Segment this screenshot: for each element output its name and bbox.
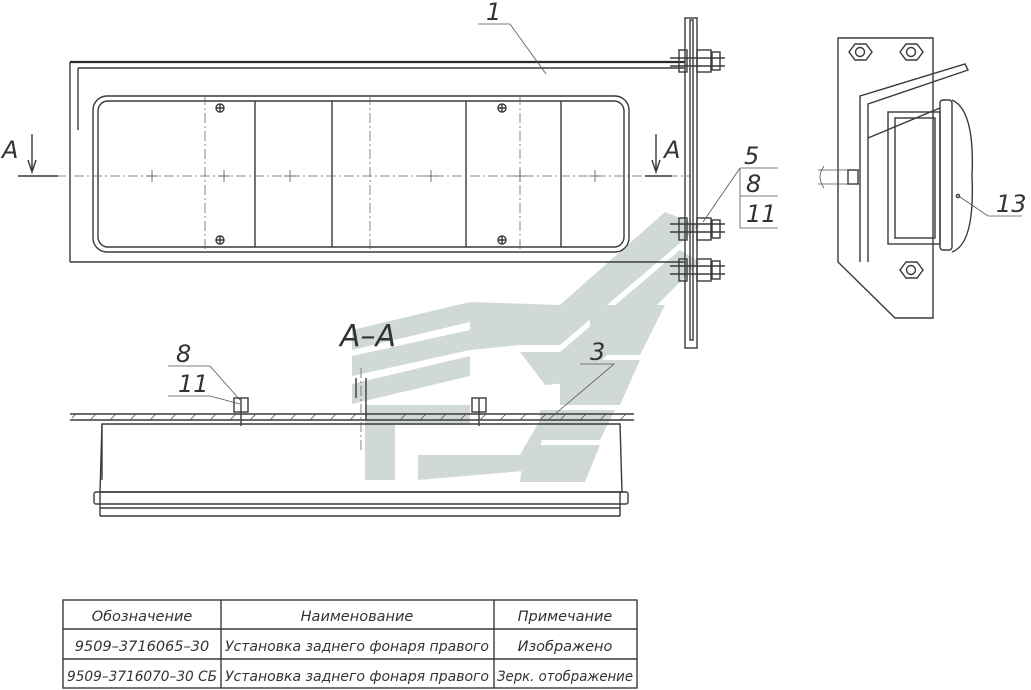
callout-13: 13 bbox=[996, 190, 1027, 218]
leader-lines bbox=[168, 23, 1022, 421]
screw-heads bbox=[215, 103, 507, 245]
callout-11-section: 11 bbox=[178, 370, 209, 398]
callout-8-section: 8 bbox=[176, 340, 191, 368]
section-title: A–A bbox=[338, 319, 396, 354]
table-cell: Изображено bbox=[518, 639, 613, 655]
table-cell: Установка заднего фонаря правого bbox=[225, 669, 489, 685]
table-header-designation: Обозначение bbox=[92, 609, 193, 625]
callout-11-top: 11 bbox=[746, 200, 777, 228]
table-cell: 9509–3716065–30 bbox=[75, 639, 209, 655]
section-bolts bbox=[233, 397, 487, 426]
table-header-note: Примечание bbox=[518, 609, 613, 625]
callout-8-top: 8 bbox=[746, 170, 761, 198]
section-mark-right: A bbox=[662, 136, 680, 164]
table-header-name: Наименование bbox=[301, 609, 414, 625]
callout-3: 3 bbox=[590, 338, 605, 366]
section-mark-left: A bbox=[0, 136, 18, 164]
callout-1: 1 bbox=[486, 0, 501, 26]
section-view bbox=[70, 368, 634, 517]
table-cell: 9509–3716070–30 СБ bbox=[67, 669, 217, 685]
spec-table: Обозначение Наименование Примечание 9509… bbox=[62, 599, 638, 689]
lamp-side-view bbox=[818, 37, 974, 319]
callout-labels: 1 5 8 11 8 11 3 13 A A A–A bbox=[0, 0, 1027, 398]
callout-5: 5 bbox=[744, 142, 759, 170]
hex-nut-bolt bbox=[670, 49, 725, 282]
lamp-top-view bbox=[18, 17, 725, 349]
table-cell: Установка заднего фонаря правого bbox=[225, 639, 489, 655]
table-cell: Зерк. отображение bbox=[497, 669, 633, 685]
center-crosses bbox=[146, 170, 601, 182]
